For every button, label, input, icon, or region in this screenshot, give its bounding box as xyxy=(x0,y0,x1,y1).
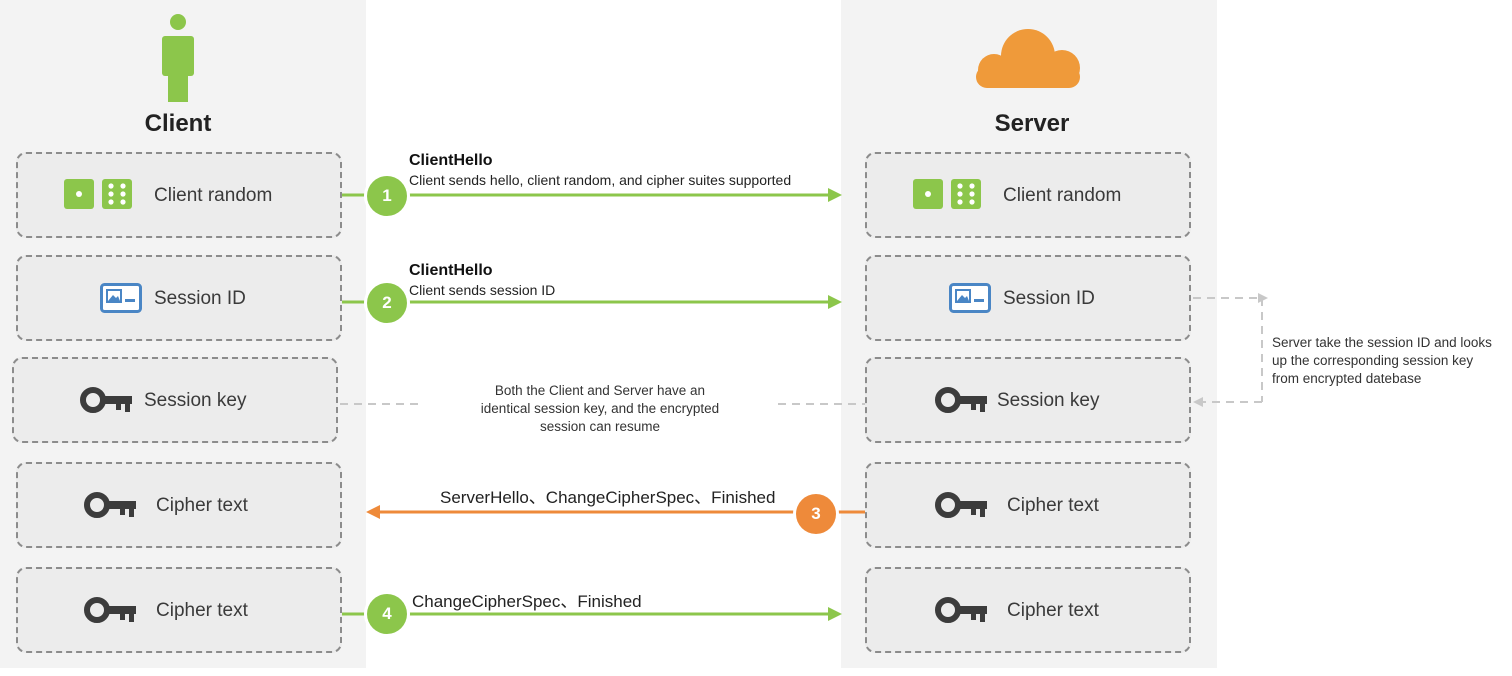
note-line: identical session key, and the encrypted xyxy=(480,401,720,416)
step-badge-4: 4 xyxy=(367,594,407,634)
server-row-session-id: Session ID xyxy=(865,255,1191,341)
person-icon xyxy=(162,14,194,102)
dice-icon xyxy=(64,179,132,209)
row-label: Cipher text xyxy=(1007,600,1099,621)
message-2-desc: Client sends session ID xyxy=(409,282,556,298)
lookup-note: Server take the session ID and looks up … xyxy=(1272,334,1508,388)
message-1-desc: Client sends hello, client random, and c… xyxy=(409,172,792,188)
client-row-session-key: Session key xyxy=(12,357,338,443)
step-badge-1: 1 xyxy=(367,176,407,216)
id-card-icon xyxy=(949,283,991,313)
id-card-icon xyxy=(100,283,142,313)
server-row-session-key: Session key xyxy=(865,357,1191,443)
key-icon xyxy=(80,387,132,413)
message-2-title: ClientHello xyxy=(409,262,493,279)
message-4-title: ChangeCipherSpec、Finished xyxy=(412,592,642,611)
client-row-cipher-text-1: Cipher text xyxy=(16,462,342,548)
dice-icon xyxy=(913,179,981,209)
key-icon xyxy=(935,387,987,413)
note-line: from encrypted datebase xyxy=(1272,371,1422,386)
client-row-session-id: Session ID xyxy=(16,255,342,341)
key-icon xyxy=(84,492,136,518)
row-label: Client random xyxy=(1003,185,1122,206)
key-icon xyxy=(935,492,987,518)
row-label: Cipher text xyxy=(1007,495,1099,516)
message-3-title: ServerHello、ChangeCipherSpec、Finished xyxy=(440,488,776,507)
row-label: Session key xyxy=(997,390,1100,411)
row-label: Session ID xyxy=(1003,288,1095,309)
client-row-client-random: Client random xyxy=(16,152,342,238)
row-label: Session key xyxy=(144,390,247,411)
step-badge-2: 2 xyxy=(367,283,407,323)
key-icon xyxy=(935,597,987,623)
note-line: session can resume xyxy=(539,419,661,434)
server-title: Server xyxy=(994,110,1070,137)
row-label: Cipher text xyxy=(156,495,248,516)
server-row-cipher-text-1: Cipher text xyxy=(865,462,1191,548)
note-line: up the corresponding session key xyxy=(1272,353,1474,368)
key-icon xyxy=(84,597,136,623)
message-1-title: ClientHello xyxy=(409,152,493,169)
row-label: Cipher text xyxy=(156,600,248,621)
client-row-cipher-text-2: Cipher text xyxy=(16,567,342,653)
arrow-step-1 xyxy=(342,188,842,202)
server-row-cipher-text-2: Cipher text xyxy=(865,567,1191,653)
shared-key-note: Both the Client and Server have an ident… xyxy=(440,382,760,436)
row-label: Client random xyxy=(154,185,273,206)
client-title: Client xyxy=(144,110,212,137)
step-badge-3: 3 xyxy=(796,494,836,534)
server-row-client-random: Client random xyxy=(865,152,1191,238)
note-line: Both the Client and Server have an xyxy=(494,383,706,398)
row-label: Session ID xyxy=(154,288,246,309)
note-line: Server take the session ID and looks xyxy=(1272,335,1492,350)
cloud-icon xyxy=(976,29,1080,88)
